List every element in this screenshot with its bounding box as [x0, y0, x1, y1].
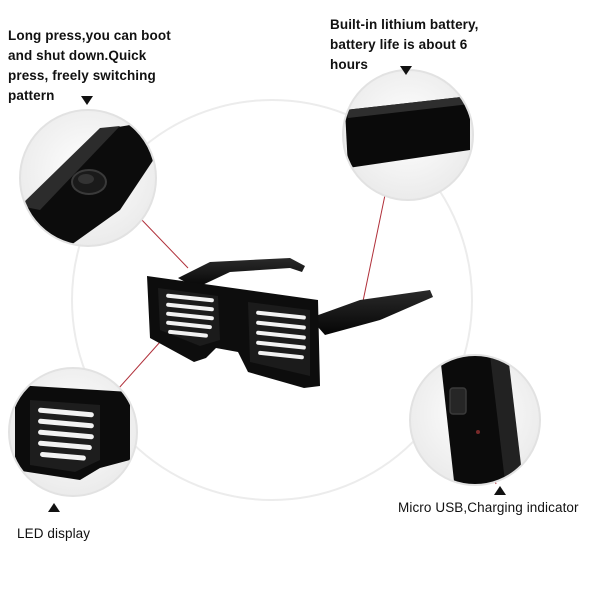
callout-battery-text: Built-in lithium battery, battery life i… [330, 17, 479, 72]
triangle-down-icon [81, 96, 93, 105]
zoom-battery-arm [342, 69, 474, 201]
background-circle [71, 99, 473, 501]
callout-power-button-text: Long press,you can boot and shut down.Qu… [8, 28, 171, 103]
leader-line-battery [361, 194, 386, 307]
triangle-up-icon [48, 503, 60, 512]
callout-led-display-text: LED display [17, 526, 91, 541]
led-glasses [147, 258, 433, 388]
leader-line-button [139, 217, 189, 269]
zoom-power-button [19, 109, 157, 247]
zoom-led-display [8, 367, 138, 497]
triangle-down-icon [400, 66, 412, 75]
callout-micro-usb-text: Micro USB,Charging indicator [398, 500, 579, 515]
triangle-up-icon [494, 486, 506, 495]
zoom-micro-usb [409, 354, 541, 486]
